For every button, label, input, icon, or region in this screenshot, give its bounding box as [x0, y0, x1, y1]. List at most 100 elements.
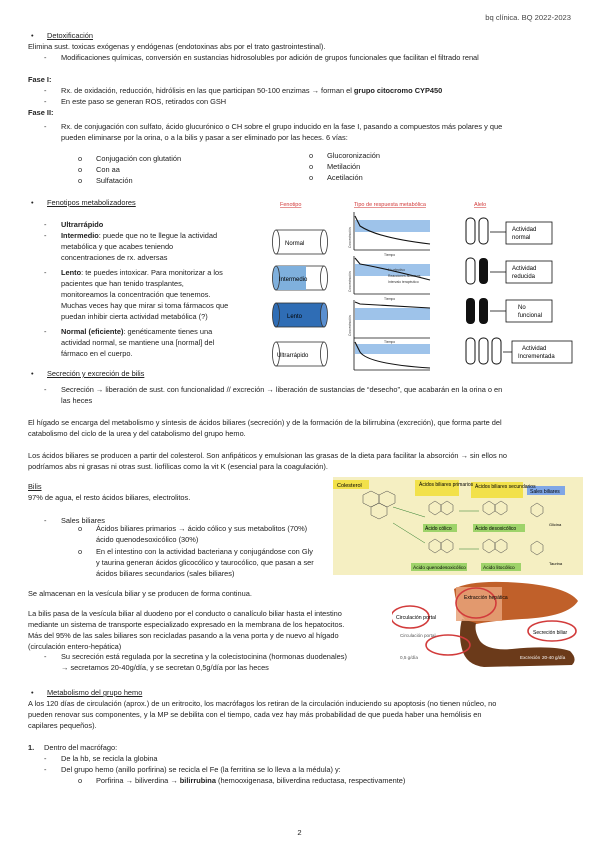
fig-label: Ácidos biliares primarios [419, 481, 474, 488]
bilis-p: La bilis pasa de la vesícula biliar al d… [28, 609, 342, 618]
via-item: Acetilación [327, 173, 363, 182]
fig2-label: 20-40 g/día [542, 655, 566, 660]
fase1-label: Fase I: [28, 75, 52, 84]
mini-chart-normal [353, 212, 431, 251]
fig-phenotype-label: Ultrarrápido [277, 353, 309, 359]
svg-text:Actividad: Actividad [512, 227, 536, 233]
enterohepatic-figure: Extracción hepática Circulación portal S… [392, 581, 578, 667]
fig2-label: Extracción hepática [464, 595, 508, 601]
fig-label: Ácido litocólico [483, 564, 515, 571]
sales-biliares: Sales biliares [61, 516, 105, 525]
paragraph: El hígado se encarga del metabolismo y s… [28, 418, 502, 427]
allele-tubes-intermedio [465, 257, 488, 285]
svg-text:reducida: reducida [512, 274, 536, 280]
fig-label: Ácido quenodesoxicólico [413, 564, 466, 571]
fig-axis-y: Concentración [348, 227, 352, 248]
fig-label: Taurina [549, 561, 563, 566]
activity-box-normal: Actividad normal [505, 221, 553, 245]
fenotipo-lento: Lento: te puedes intoxicar. Para monitor… [61, 268, 223, 277]
svg-text:Actividad: Actividad [512, 266, 536, 272]
fig-axis-x: Tiempo [384, 340, 395, 344]
circle-bullet: o [78, 176, 83, 185]
circle-bullet: o [309, 173, 314, 182]
mini-chart-lento [353, 300, 431, 339]
bilis-sec: ácidos biliares secundarios (sales bilia… [96, 569, 235, 578]
fenotipo-text: pacientes que han tenido trasplantes, [61, 279, 184, 288]
fenotipos-figure: Fenotipo Tipo de respuesta metabólica Al… [272, 202, 573, 371]
fig2-label: Secreción biliar [533, 630, 568, 636]
activity-box-reducida: Actividad reducida [505, 260, 553, 284]
section-title-secrecion: Secreción y excreción de bilis [47, 369, 145, 378]
fase1-line2: En este paso se generan ROS, retirados c… [61, 97, 227, 106]
fig-label: Ácidos biliares secundarios [475, 483, 536, 490]
hemo-porfirina: Porfirina → biliverdina → bilirrubina (h… [96, 776, 406, 785]
fig-header: Tipo de respuesta metabólica [354, 202, 427, 208]
fig2-label: Síntesis [432, 641, 449, 646]
fig-axis-x: Tiempo [384, 253, 395, 257]
bilis-p: Más del 95% de las sales biliares son re… [28, 631, 339, 640]
allele-tubes-normal [465, 217, 489, 245]
fig-phenotype-label: Intermedio [279, 277, 308, 283]
fig2-label: Circulación portal [396, 615, 436, 621]
svg-text:normal: normal [512, 235, 530, 241]
paragraph: Los ácidos biliares se producen a partir… [28, 451, 508, 460]
cylinder-lento: Lento [272, 302, 328, 328]
circle-bullet: o [78, 547, 83, 556]
bilis-prim: ácido quenodesoxicólico (30%) [96, 535, 199, 544]
dash: - [44, 385, 47, 394]
highlight-circle [392, 605, 430, 629]
highlight-circle [527, 620, 577, 642]
fig-label: Glicina [549, 522, 562, 527]
bilis-reg: → secretamos 20-40g/día, y se secretan 0… [61, 663, 269, 672]
allele-tubes-ultra [465, 337, 502, 365]
dash: - [44, 122, 47, 131]
paragraph: catabolismo del ciclo de la urea y del c… [28, 429, 246, 438]
section-title-detox: Detoxificación [47, 31, 94, 40]
hemo-p: capilares pequeños). [28, 721, 97, 730]
page-number: 2 [297, 828, 302, 837]
bilis-reg: Su secreción está regulada por la secret… [61, 652, 347, 661]
via-item: Sulfatación [96, 176, 133, 185]
circle-bullet: o [78, 165, 83, 174]
fig2-label: Excreción [520, 655, 541, 660]
fenotipo-text: monitoreamos la concentración que tenemo… [61, 290, 211, 299]
fig-header: Fenotipo [280, 202, 301, 208]
fenotipo-normal: Normal (eficiente): genéticamente tienes… [61, 327, 213, 336]
fenotipo-text: puedan inhibir cierta actividad metabóli… [61, 312, 208, 321]
section-title-fenotipos: Fenotipos metabolizadores [47, 198, 136, 207]
fenotipo-text: Muchas veces hay que mirar si toma fárma… [61, 301, 229, 310]
highlight-circle [455, 587, 497, 619]
dash: - [44, 327, 47, 336]
dash: - [44, 516, 47, 525]
bilis-p: mediante un sistema de transporte especi… [28, 620, 345, 629]
fenotipo-text: concentraciones de rx. adversas [61, 253, 168, 262]
circle-bullet: o [309, 162, 314, 171]
circle-bullet: o [78, 524, 83, 533]
bilis-title: Bilis [28, 482, 42, 491]
fig-axis-y: Concentración [348, 315, 352, 336]
fenotipo-ultra: Ultrarrápido [61, 220, 104, 229]
bilis-prim: Ácidos biliares primarios → ácido cólico… [96, 524, 308, 533]
dash: - [44, 53, 47, 62]
highlight-circle [425, 634, 471, 656]
fig-phenotype-label: Lento [287, 314, 303, 320]
svg-text:No: No [518, 305, 526, 311]
hemo-d1: De la hb, se recicla la globina [61, 754, 158, 763]
hemo-p: pueden renovar sus componentes, y la MP … [28, 710, 482, 719]
fase2-label: Fase II: [28, 108, 54, 117]
bullet-dot: • [31, 688, 34, 697]
via-item: Metilación [327, 162, 361, 171]
step-number: 1. [28, 743, 35, 752]
fig-label: Ácido desoxicólico [475, 525, 516, 532]
circle-bullet: o [78, 776, 83, 785]
detox-intro: Elimina sust. toxicas exógenas y endógen… [28, 42, 326, 51]
page-header: bq clínica. BQ 2022-2023 [485, 13, 571, 22]
fig-phenotype-label: Normal [285, 241, 304, 247]
fase2-line2: pueden eliminarse por la orina, o a la b… [61, 133, 348, 142]
dash: - [44, 231, 47, 240]
secrecion-line1: Secreción → liberación de sust. con func… [61, 385, 503, 394]
bilis-sec: y taurina generan ácidos glicocólico y t… [96, 558, 314, 567]
circle-bullet: o [309, 151, 314, 160]
fig2-label: 0,5 g/día [400, 655, 418, 660]
svg-text:funcional: funcional [518, 313, 542, 319]
